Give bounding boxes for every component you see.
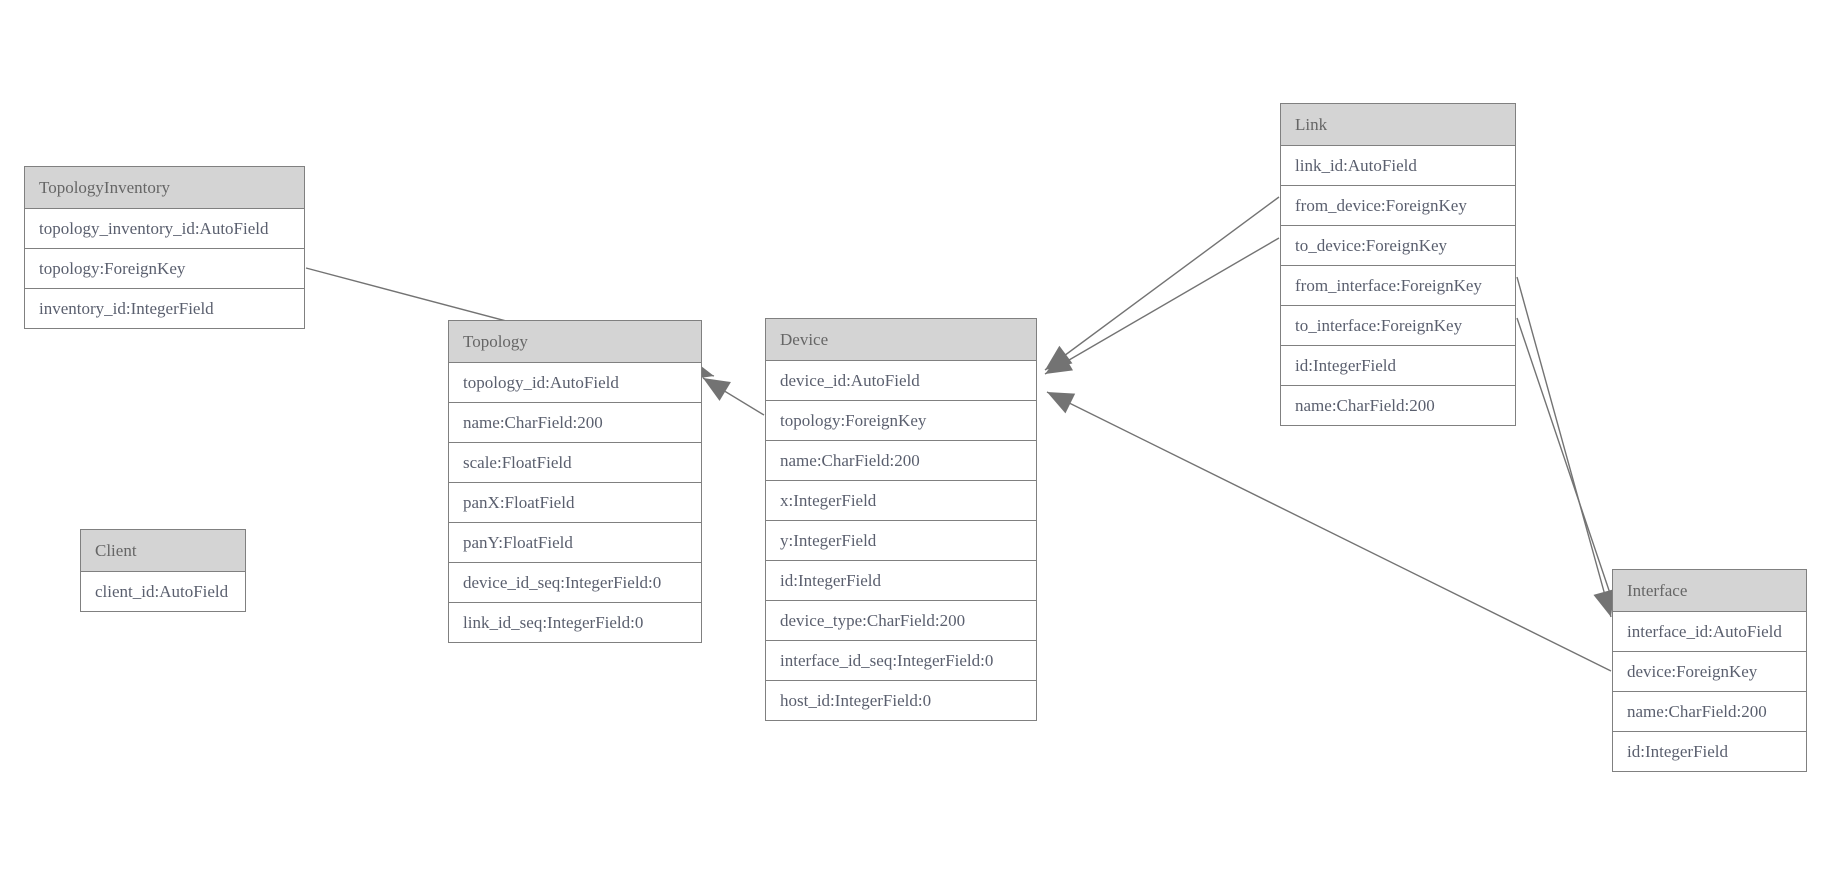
relationship-arrowhead — [1047, 392, 1076, 414]
entity-title-topologyinventory: TopologyInventory — [25, 167, 304, 209]
entity-field-row: id:IntegerField — [766, 561, 1036, 601]
entity-field-row: from_device:ForeignKey — [1281, 186, 1515, 226]
entity-title-client: Client — [81, 530, 245, 572]
entity-field-row: device_id:AutoField — [766, 361, 1036, 401]
entity-field-row: x:IntegerField — [766, 481, 1036, 521]
relationship-line — [1044, 237, 1280, 375]
entity-field-row: inventory_id:IntegerField — [39, 299, 214, 318]
entity-title-topology: Topology — [449, 321, 701, 363]
entity-field-row: host_id:IntegerField:0 — [780, 691, 932, 710]
entity-field-row: name:CharField:200 — [449, 403, 701, 443]
relationship-arrowhead — [1045, 345, 1073, 370]
relationship-link-from-interface-to-interface — [1516, 276, 1615, 618]
relationship-device-to-topology — [702, 377, 765, 416]
relationship-arrowhead — [1045, 351, 1074, 374]
relationship-arrowhead — [703, 378, 731, 401]
relationship-line — [1516, 317, 1619, 618]
entity-field-row: client_id:AutoField — [95, 582, 229, 601]
entity-field-row: id:IntegerField — [1627, 742, 1729, 761]
entity-field-row: topology_inventory_id:AutoField — [25, 209, 304, 249]
entity-field-row: to_device:ForeignKey — [1281, 226, 1515, 266]
entity-field-row: device_type:CharField:200 — [766, 601, 1036, 641]
relationship-line — [702, 377, 765, 416]
entity-title-device: Device — [766, 319, 1036, 361]
entity-field-row: topology_id:AutoField — [449, 363, 701, 403]
entity-field-row: device_id_seq:IntegerField:0 — [449, 563, 701, 603]
relationship-line — [1044, 196, 1280, 371]
relationship-line — [1516, 276, 1612, 618]
entity-field-row: scale:FloatField — [449, 443, 701, 483]
entity-title-link: Link — [1281, 104, 1515, 146]
entity-box-client[interactable]: Client client_id:AutoField — [80, 529, 246, 612]
entity-field-row: name:CharField:200 — [766, 441, 1036, 481]
entity-field-row: topology:ForeignKey — [766, 401, 1036, 441]
entity-field-row: link_id:AutoField — [1281, 146, 1515, 186]
entity-field-row: name:CharField:200 — [1613, 692, 1806, 732]
entity-field-row: y:IntegerField — [766, 521, 1036, 561]
entity-field-row: panY:FloatField — [449, 523, 701, 563]
entity-field-row: link_id_seq:IntegerField:0 — [463, 613, 644, 632]
entity-field-row: from_interface:ForeignKey — [1281, 266, 1515, 306]
entity-title-interface: Interface — [1613, 570, 1806, 612]
relationship-line — [1046, 391, 1612, 672]
relationship-link-to-device-to-device — [1044, 237, 1280, 375]
relationship-link-from-device-to-device — [1044, 196, 1280, 371]
entity-field-row: to_interface:ForeignKey — [1281, 306, 1515, 346]
entity-field-row: interface_id_seq:IntegerField:0 — [766, 641, 1036, 681]
entity-field-row: name:CharField:200 — [1295, 396, 1435, 415]
entity-field-row: interface_id:AutoField — [1613, 612, 1806, 652]
entity-field-row: id:IntegerField — [1281, 346, 1515, 386]
entity-field-row: device:ForeignKey — [1613, 652, 1806, 692]
entity-field-row: topology:ForeignKey — [25, 249, 304, 289]
entity-field-row: panX:FloatField — [449, 483, 701, 523]
